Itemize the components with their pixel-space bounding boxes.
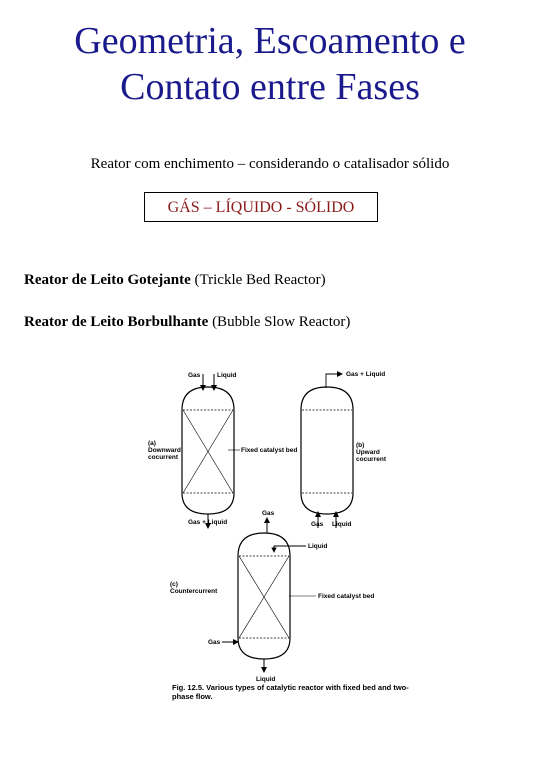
reactor-c-bed-label: Fixed catalyst bed [318,593,374,600]
figure-caption-line-1: Fig. 12.5. Various types of catalytic re… [172,683,409,692]
reactor-a-liquid-label: Liquid [217,372,237,379]
title-line-1: Geometria, Escoamento e [74,20,466,62]
reactor-a: Gas Liquid (a) Downward cocurrent Fixed … [148,372,297,529]
reactor-b-gas-label: Gas [311,521,324,528]
reactor-c: Gas Liquid (c) Countercurrent Fixed cata… [170,510,374,683]
reactor-a-desc1: Downward [148,447,181,454]
reactor-c-gas-inlet-label: Gas [208,639,221,646]
reactor-b-tag: (b) [356,442,364,449]
bubble-bed-name: Reator de Leito Borbulhante [24,314,209,330]
reactor-c-tag: (c) [170,581,178,588]
bubble-bed-line: Reator de Leito Borbulhante (Bubble Slow… [24,314,350,331]
phase-box: GÁS – LÍQUIDO - SÓLIDO [144,192,378,222]
reactor-b: Gas + Liquid (b) Upward cocurrent Gas Li… [300,371,387,528]
reactor-c-liquid-outlet-label: Liquid [256,676,276,683]
trickle-bed-english: (Trickle Bed Reactor) [190,272,326,288]
reactor-b-liquid-label: Liquid [332,521,352,528]
trickle-bed-line: Reator de Leito Gotejante (Trickle Bed R… [24,272,326,289]
reactor-c-liquid-inlet-label: Liquid [308,543,328,550]
figure-caption-line-2: phase flow. [172,692,213,701]
reactor-a-outlet-label: Gas + Liquid [188,519,227,526]
subtitle: Reator com enchimento – considerando o c… [90,156,450,172]
page-title: Geometria, Escoamento e Contato entre Fa… [0,18,540,110]
reactor-a-desc2: cocurrent [148,454,179,461]
trickle-bed-name: Reator de Leito Gotejante [24,272,191,288]
reactor-c-gas-outlet-label: Gas [262,510,275,517]
reactor-c-desc: Countercurrent [170,588,218,595]
reactor-a-tag: (a) [148,440,156,447]
reactor-a-bed-label: Fixed catalyst bed [241,447,297,454]
reactor-b-inlet-label: Gas + Liquid [346,371,385,378]
title-line-2: Contato entre Fases [120,66,420,108]
reactor-a-gas-label: Gas [188,372,201,379]
bubble-bed-english: (Bubble Slow Reactor) [208,314,351,330]
reactor-b-desc2: cocurrent [356,456,387,463]
reactor-b-desc1: Upward [356,449,380,456]
